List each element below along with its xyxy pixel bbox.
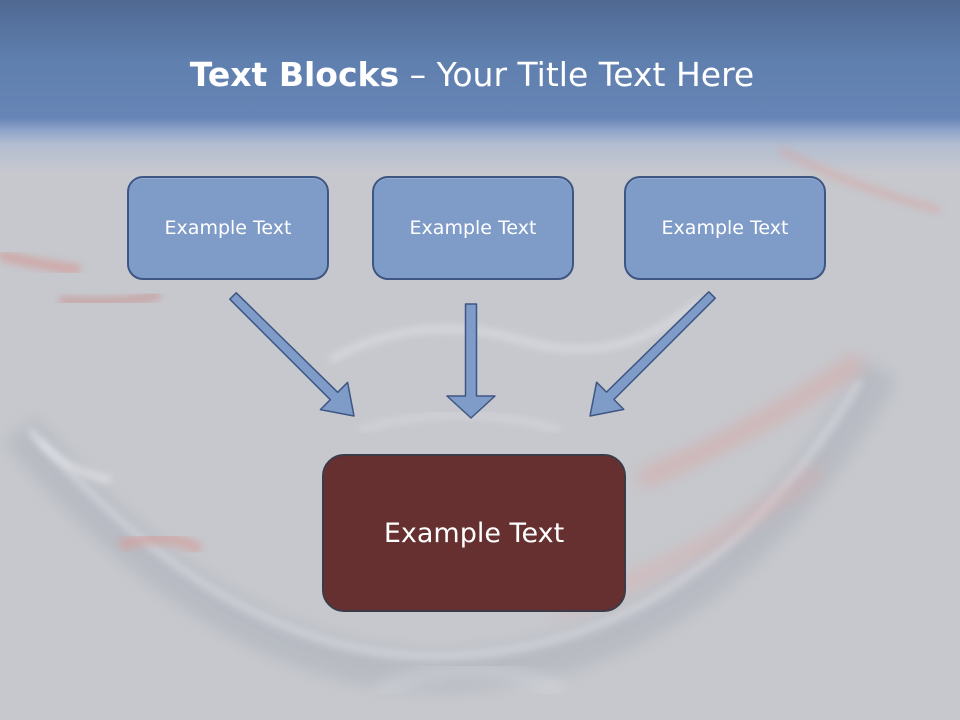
title-bold-text: Text Blocks [189,55,400,94]
header-band [0,0,960,170]
text-block-3-label: Example Text [661,217,789,239]
center-text-block-label: Example Text [383,517,565,549]
text-block-2-label: Example Text [409,217,537,239]
text-block-2[interactable]: Example Text [372,176,574,280]
text-block-1-label: Example Text [164,217,292,239]
title-rest-text: – Your Title Text Here [399,55,755,94]
center-text-block[interactable]: Example Text [322,454,626,612]
text-block-1[interactable]: Example Text [127,176,329,280]
text-block-3[interactable]: Example Text [624,176,826,280]
slide-title: Text Blocks – Your Title Text Here [0,52,944,98]
